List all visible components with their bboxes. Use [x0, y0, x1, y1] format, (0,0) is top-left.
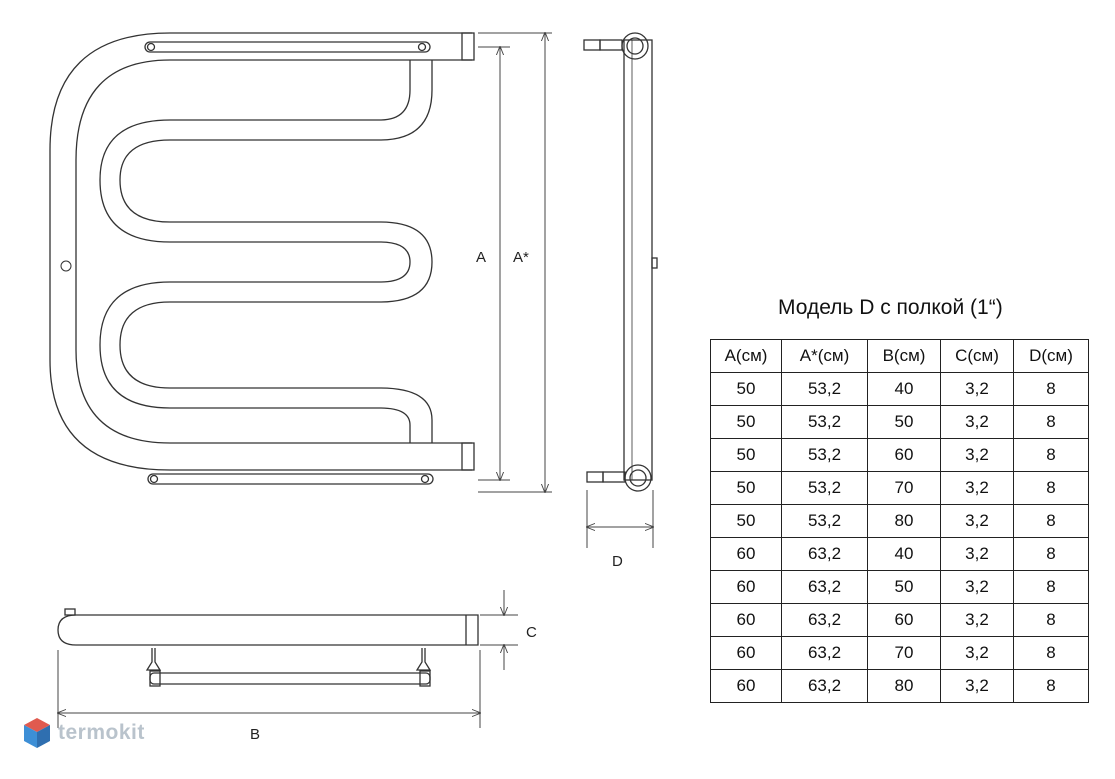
label-a-star: A*: [513, 249, 529, 266]
table-cell: 8: [1013, 438, 1089, 472]
table-row: 50 53,2 50 3,2 8: [710, 405, 1089, 439]
table-cell: 40: [867, 372, 941, 406]
table-cell: 80: [867, 669, 941, 703]
column-header: B(см): [867, 339, 941, 373]
table-cell: 8: [1013, 372, 1089, 406]
coil-outer: [119, 60, 433, 443]
label-d: D: [612, 553, 623, 570]
table-cell: 50: [867, 405, 941, 439]
top-view-tube: [57, 614, 479, 646]
side-view: [583, 32, 658, 492]
table-cell: 8: [1013, 537, 1089, 571]
column-header: D(см): [1013, 339, 1089, 373]
table-cell: 8: [1013, 570, 1089, 604]
table-cell: 60: [710, 636, 782, 670]
table-cell: 70: [867, 471, 941, 505]
top-view-shelf-rail: [149, 672, 431, 685]
table-cell: 50: [710, 504, 782, 538]
table-cell: 3,2: [940, 537, 1014, 571]
table-cell: 60: [867, 438, 941, 472]
bottom-tube-end: [624, 464, 652, 492]
table-cell: 8: [1013, 471, 1089, 505]
table-cell: 63,2: [781, 570, 868, 604]
bottom-shelf-bar: [147, 473, 434, 485]
table-cell: 60: [867, 603, 941, 637]
table-cell: 8: [1013, 669, 1089, 703]
bottom-connector-end: [461, 442, 475, 471]
dimension-d: [587, 490, 653, 548]
dimension-a: [478, 47, 510, 480]
side-tube: [623, 39, 653, 481]
table-cell: 63,2: [781, 669, 868, 703]
mount-hole: [60, 260, 72, 272]
table-cell: 3,2: [940, 438, 1014, 472]
table-cell: 60: [710, 669, 782, 703]
column-header: A(см): [710, 339, 782, 373]
label-b: B: [250, 726, 260, 743]
table-cell: 80: [867, 504, 941, 538]
table-cell: 53,2: [781, 372, 868, 406]
table-cell: 8: [1013, 603, 1089, 637]
table-cell: 60: [710, 570, 782, 604]
outer-frame-tube: [49, 32, 472, 471]
table-cell: 40: [867, 537, 941, 571]
table-cell: 8: [1013, 636, 1089, 670]
table-row: 60 63,2 80 3,2 8: [710, 669, 1089, 703]
table-row: 50 53,2 40 3,2 8: [710, 372, 1089, 406]
column-header: A*(см): [781, 339, 868, 373]
table-cell: 3,2: [940, 405, 1014, 439]
table-row: 60 63,2 50 3,2 8: [710, 570, 1089, 604]
table-cell: 8: [1013, 405, 1089, 439]
top-view: [57, 608, 479, 687]
spec-table: A(см) A*(см) B(см) C(см) D(см) 50 53,2 4…: [710, 339, 1089, 703]
table-cell: 50: [710, 372, 782, 406]
table-cell: 50: [710, 405, 782, 439]
dimension-c: [480, 590, 518, 670]
brand-name: termokit: [58, 721, 145, 744]
brand-watermark: termokit: [22, 716, 145, 750]
label-a: A: [476, 249, 486, 266]
table-cell: 60: [710, 537, 782, 571]
table-cell: 63,2: [781, 537, 868, 571]
coil-inner: [99, 60, 411, 443]
table-row: 50 53,2 70 3,2 8: [710, 471, 1089, 505]
table-header-row: A(см) A*(см) B(см) C(см) D(см): [710, 339, 1089, 373]
model-title: Модель D с полкой (1“): [778, 296, 1003, 319]
table-cell: 3,2: [940, 636, 1014, 670]
label-c: C: [526, 624, 537, 641]
table-cell: 50: [710, 438, 782, 472]
table-cell: 3,2: [940, 471, 1014, 505]
table-cell: 50: [710, 471, 782, 505]
table-cell: 63,2: [781, 603, 868, 637]
table-cell: 3,2: [940, 372, 1014, 406]
table-cell: 53,2: [781, 504, 868, 538]
table-cell: 3,2: [940, 603, 1014, 637]
table-row: 50 53,2 60 3,2 8: [710, 438, 1089, 472]
table-cell: 53,2: [781, 405, 868, 439]
table-cell: 60: [710, 603, 782, 637]
table-row: 60 63,2 40 3,2 8: [710, 537, 1089, 571]
table-cell: 53,2: [781, 471, 868, 505]
inner-frame-tube: [75, 59, 472, 444]
table-cell: 63,2: [781, 636, 868, 670]
table-row: 60 63,2 60 3,2 8: [710, 603, 1089, 637]
cube-logo-icon: [24, 718, 50, 748]
front-view: [49, 32, 475, 485]
table-cell: 50: [867, 570, 941, 604]
table-cell: 53,2: [781, 438, 868, 472]
top-tube-end: [621, 32, 649, 60]
table-cell: 8: [1013, 504, 1089, 538]
column-header: C(см): [940, 339, 1014, 373]
table-cell: 3,2: [940, 570, 1014, 604]
table-row: 60 63,2 70 3,2 8: [710, 636, 1089, 670]
top-shelf-bar: [144, 41, 431, 53]
table-row: 50 53,2 80 3,2 8: [710, 504, 1089, 538]
table-cell: 3,2: [940, 504, 1014, 538]
dimension-b: [58, 650, 480, 728]
top-connector-end: [461, 32, 475, 61]
dimension-a-star: [478, 33, 552, 492]
table-cell: 70: [867, 636, 941, 670]
table-cell: 3,2: [940, 669, 1014, 703]
